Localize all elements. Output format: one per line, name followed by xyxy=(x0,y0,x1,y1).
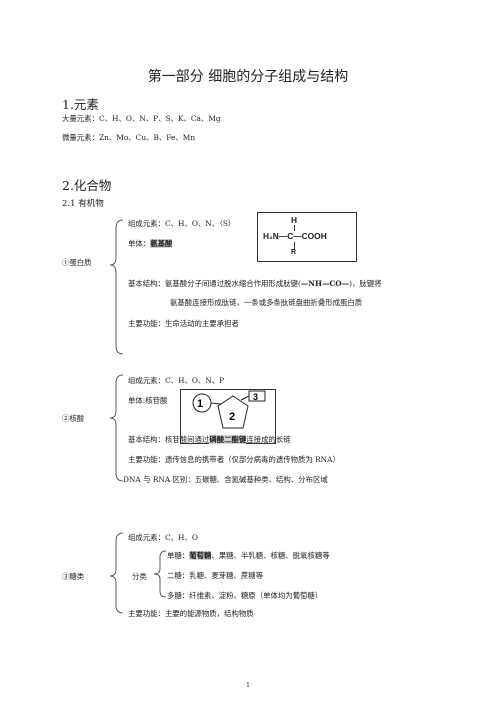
nucleic-brace xyxy=(109,374,124,482)
major-elements-value: C、H、O、N、P、S、K、Ca、Mg xyxy=(98,114,221,123)
major-elements-label: 大量元素： xyxy=(62,114,99,123)
nucleotide-svg: 1 2 3 xyxy=(192,390,266,429)
trace-elements-value: Zn、Mo、Cu、B、Fe、Mn xyxy=(98,133,196,142)
sugar-composition: 组成元素：C、H、O xyxy=(128,533,198,542)
sugar-class-brace xyxy=(153,550,167,598)
page-number: 1 xyxy=(246,682,250,689)
glucose: 葡萄糖 xyxy=(189,551,212,560)
trace-elements-line: 微量元素：Zn、Mo、Cu、B、Fe、Mn xyxy=(62,133,195,143)
peptide-bond-formula: —NH—CO— xyxy=(300,279,350,288)
major-elements-line: 大量元素：C、H、O、N、P、S、K、Ca、Mg xyxy=(62,114,221,124)
nucleic-structure-text-a: 基本结构：核苷酸间通过 xyxy=(128,435,210,444)
label-1: 1 xyxy=(197,398,203,410)
formula-bond-top xyxy=(294,225,295,231)
base-rect xyxy=(248,390,266,402)
protein-unit-label: 单体： xyxy=(128,239,151,248)
protein-structure-text-c: )，肽键将 xyxy=(349,279,382,288)
protein-unit: 单体：氨基酸 xyxy=(128,239,173,249)
protein-structure-line1: 基本结构：氨基酸分子间通过脱水缩合作用形成肽键(—NH—CO—)，肽键将 xyxy=(128,279,382,289)
nucleic-composition: 组成元素：C、H、O、N、P xyxy=(128,376,225,385)
nucleic-structure-text-b: 连接成的长链 xyxy=(246,435,291,444)
nucleic-function: 主要功能：遗传信息的携带者（仅部分病毒的遗传物质为 RNA） xyxy=(128,455,340,464)
protein-structure-line2: 氨基酸连接形成肽链，一条或多条肽链盘曲折叠形成蛋白质 xyxy=(170,298,363,307)
formula-top-h: H xyxy=(291,215,298,225)
sugar-brace xyxy=(109,532,124,614)
protein-brace xyxy=(109,219,124,355)
base-bond xyxy=(240,395,250,401)
label-3: 3 xyxy=(253,392,258,402)
dna-rna-difference: DNA 与 RNA 区别：五碳糖、含氮碱基种类、结构、分布区域 xyxy=(123,475,328,484)
sugar-label: ③糖类 xyxy=(62,572,85,581)
nucleic-structure: 基本结构：核苷酸间通过磷酸二酯键连接成的长链 xyxy=(128,435,291,445)
label-2: 2 xyxy=(229,411,235,423)
section-1-heading: 1.元素 xyxy=(62,97,99,112)
disaccharide-line: 二糖：乳糖、麦芽糖、蔗糖等 xyxy=(167,571,264,580)
sugar-class-label: 分类 xyxy=(132,572,147,581)
amino-acid-formula-box: H H₂N—C—COOH R xyxy=(257,212,357,262)
protein-structure-text-a: 基本结构：氨基酸分子间通过脱水缩合作用形成肽键( xyxy=(128,279,301,288)
protein-unit-value: 氨基酸 xyxy=(150,239,173,248)
section-2-1-heading: 2.1 有机物 xyxy=(62,199,104,209)
monosaccharide-line: 单糖：葡萄糖、果糖、半乳糖、核糖、脱氧核糖等 xyxy=(167,551,330,561)
nucleic-unit: 单体:核苷酸 xyxy=(128,396,168,405)
section-2-heading: 2.化合物 xyxy=(62,178,112,193)
protein-label: ①蛋白质 xyxy=(62,258,92,267)
formula-bond-bottom xyxy=(294,242,295,249)
nucleotide-diagram: 1 2 3 xyxy=(180,389,276,444)
polysaccharide-line: 多糖：纤维素、淀粉、糖原（单体均为葡萄糖） xyxy=(167,591,323,600)
phosphate-bond xyxy=(210,402,222,405)
phosphodiester-bond: 磷酸二酯键 xyxy=(209,435,247,444)
sugar-function: 主要功能：主要的能源物质，结构物质 xyxy=(128,609,254,618)
page-title: 第一部分 细胞的分子组成与结构 xyxy=(147,69,349,85)
pentose-shape xyxy=(217,395,249,429)
monosaccharide-list: 、果糖、半乳糖、核糖、脱氧核糖等 xyxy=(211,551,330,560)
trace-elements-label: 微量元素： xyxy=(62,133,99,142)
protein-function: 主要功能：生命活动的主要承担者 xyxy=(128,319,239,328)
formula-bottom-r: R xyxy=(291,249,297,256)
monosaccharide-label: 单糖： xyxy=(167,551,190,560)
protein-composition: 组成元素：C、H、O、N、（S） xyxy=(128,219,236,228)
formula-main-chain: H₂N—C—COOH xyxy=(263,231,327,241)
nucleic-label: ②核酸 xyxy=(62,414,85,423)
